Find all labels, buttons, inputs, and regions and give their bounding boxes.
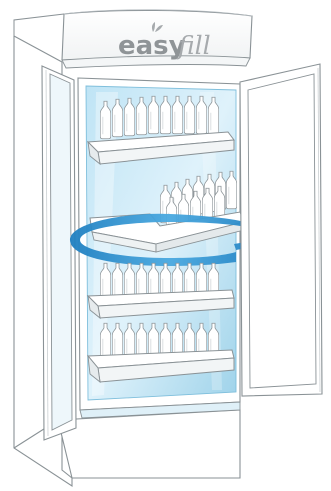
right-door <box>240 64 322 396</box>
logo-suffix: fill <box>176 31 211 60</box>
shelf-3 <box>88 263 234 318</box>
left-door <box>42 66 76 440</box>
logo-prefix: easy <box>118 31 186 61</box>
